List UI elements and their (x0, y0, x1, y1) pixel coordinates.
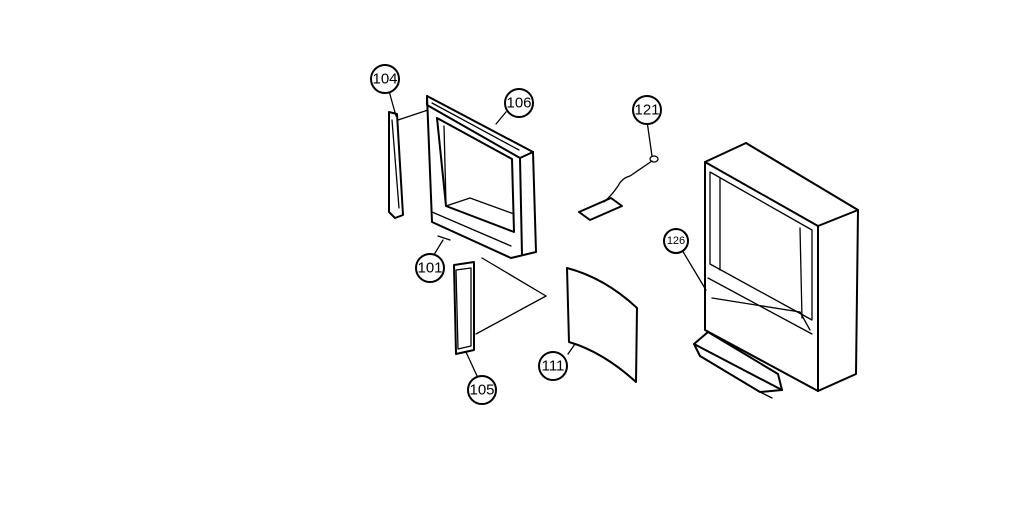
callout-105: 105 (467, 375, 497, 405)
callout-106-label: 106 (506, 95, 531, 112)
callout-111-label: 111 (542, 358, 565, 375)
callout-104: 104 (370, 64, 400, 94)
callout-101-label: 101 (417, 260, 442, 277)
callout-105-label: 105 (469, 382, 494, 399)
part-106-front-frame (426, 95, 547, 335)
part-111-screen-sheet (566, 267, 638, 383)
callout-104-label: 104 (372, 71, 397, 88)
part-126-rear-cabinet (693, 142, 859, 399)
part-105-panel (453, 261, 475, 355)
callout-106: 106 (504, 88, 534, 118)
callout-121-label: 121 (634, 102, 659, 119)
leader-lines (388, 90, 707, 379)
part-104-side-strip (388, 109, 429, 219)
callout-101: 101 (415, 253, 445, 283)
callout-111: 111 (538, 351, 568, 381)
callout-126: 126 (663, 228, 689, 254)
part-121-cord-board (578, 155, 659, 221)
callout-121: 121 (632, 95, 662, 125)
callout-126-label: 126 (667, 235, 685, 247)
